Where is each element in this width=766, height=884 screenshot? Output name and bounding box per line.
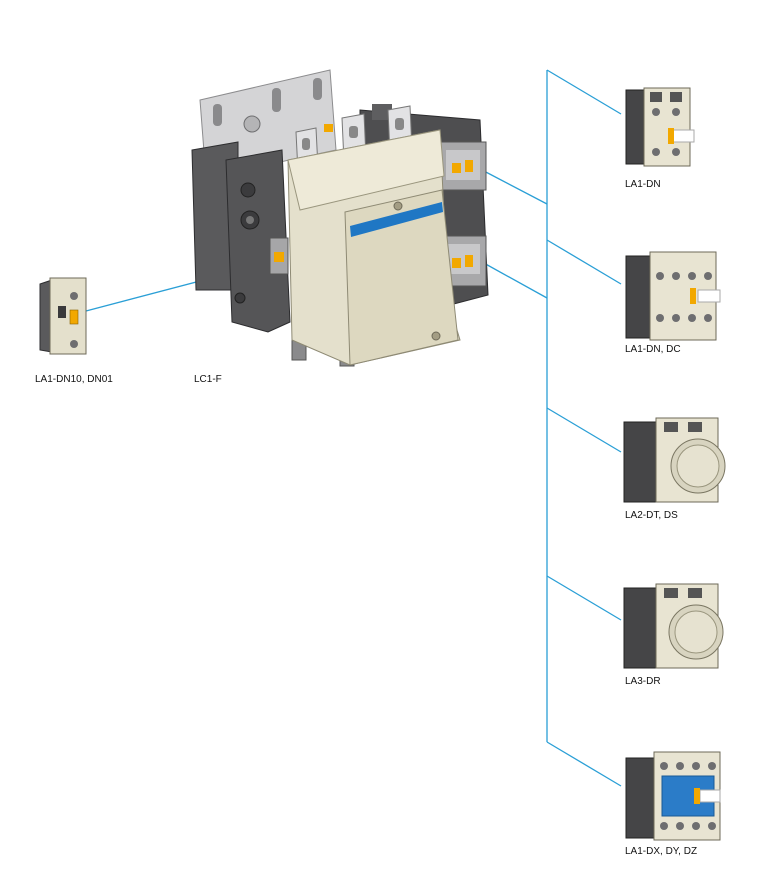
- contact-marker: [69, 309, 79, 325]
- terminal-hole: [302, 138, 310, 150]
- block-side: [625, 757, 657, 839]
- connector-upper-contactor: [481, 169, 548, 205]
- contactor-lc1-f: [191, 69, 489, 367]
- terminal-screw: [688, 272, 696, 280]
- side-screw: [234, 292, 246, 304]
- terminal-slot: [664, 422, 678, 432]
- connector-la3-dr: [546, 575, 622, 621]
- label-side-block: LA1-DN10, DN01: [35, 374, 113, 385]
- plate-slot: [213, 104, 222, 126]
- label-tag: [699, 789, 721, 803]
- block-side: [623, 587, 659, 669]
- terminal-slot: [670, 92, 682, 102]
- terminal-screw: [660, 762, 668, 770]
- label-la3-dr: LA3-DR: [625, 676, 661, 687]
- side-block-screw: [70, 292, 78, 300]
- contact-marker: [694, 788, 700, 804]
- la1-dx-block: [625, 751, 721, 841]
- terminal-screw: [672, 314, 680, 322]
- terminal-screw: [652, 108, 660, 116]
- timer-dial-face: [674, 610, 718, 654]
- terminal-slot: [688, 588, 702, 598]
- label-la2-dt: LA2-DT, DS: [625, 510, 678, 521]
- top-indicator: [324, 124, 333, 132]
- aux-slot-lower-inner: [446, 244, 480, 274]
- aux-slot-upper-inner: [446, 150, 480, 180]
- terminal-screw: [672, 108, 680, 116]
- cover-screw: [393, 201, 403, 211]
- block-side: [625, 89, 647, 165]
- label-la1-dn: LA1-DN: [625, 179, 661, 190]
- contact-marker: [690, 288, 696, 304]
- terminal-screw: [688, 314, 696, 322]
- terminal-screw: [672, 272, 680, 280]
- terminal-screw: [704, 314, 712, 322]
- cover-screw: [431, 331, 441, 341]
- terminal-hole: [349, 126, 358, 138]
- side-screw: [240, 182, 256, 198]
- contact-marker: [668, 128, 674, 144]
- screw-center: [246, 216, 254, 224]
- housing-tab: [372, 104, 392, 120]
- side-block-body: [49, 277, 87, 355]
- terminal-screw: [652, 148, 660, 156]
- la2-dt-block: [623, 417, 726, 503]
- contact-marker: [452, 163, 461, 173]
- terminal-screw: [672, 148, 680, 156]
- label-la1-dn-dc: LA1-DN, DC: [625, 344, 681, 355]
- block-side: [623, 421, 659, 503]
- terminal-screw: [660, 822, 668, 830]
- connector-la1-dn: [546, 69, 622, 115]
- terminal-screw: [656, 314, 664, 322]
- blue-stripe: [350, 202, 443, 237]
- contact-marker: [465, 160, 473, 172]
- terminal-screw: [704, 272, 712, 280]
- terminal-screw: [692, 762, 700, 770]
- la3-dr-block: [623, 583, 724, 669]
- side-block-la1-dn10: [39, 277, 87, 355]
- terminal-screw: [708, 822, 716, 830]
- terminal-slot: [688, 422, 702, 432]
- timer-dial-face: [676, 444, 720, 488]
- la1-dn-dc-block: [625, 251, 721, 341]
- plate-slot: [272, 88, 281, 112]
- terminal-screw: [708, 762, 716, 770]
- contact-marker: [452, 258, 461, 268]
- terminal-slot: [650, 92, 662, 102]
- contact-marker: [465, 255, 473, 267]
- body-front-cover: [344, 189, 459, 366]
- label-contactor: LC1-F: [194, 374, 222, 385]
- terminal-screw: [676, 762, 684, 770]
- contact-marker: [274, 252, 284, 262]
- label-tag: [697, 289, 721, 303]
- side-block-window: [58, 306, 66, 318]
- terminal-hole: [395, 118, 404, 130]
- side-block-screw: [70, 340, 78, 348]
- terminal-screw: [676, 822, 684, 830]
- terminal-screw: [692, 822, 700, 830]
- la1-dn-block: [625, 87, 695, 167]
- connector-la1-dn-dc: [546, 239, 622, 285]
- left-side-block: [225, 149, 291, 333]
- plate-nut: [243, 115, 261, 133]
- connector-la1-dx: [546, 741, 622, 787]
- terminal-screw: [656, 272, 664, 280]
- connector-lower-contactor: [481, 261, 548, 299]
- label-la1-dx: LA1-DX, DY, DZ: [625, 846, 698, 857]
- connector-la2-dt: [546, 407, 622, 453]
- label-tag: [671, 129, 695, 143]
- terminal-slot: [664, 588, 678, 598]
- plate-slot: [313, 78, 322, 100]
- block-side: [625, 255, 653, 339]
- body-top-face: [287, 129, 445, 211]
